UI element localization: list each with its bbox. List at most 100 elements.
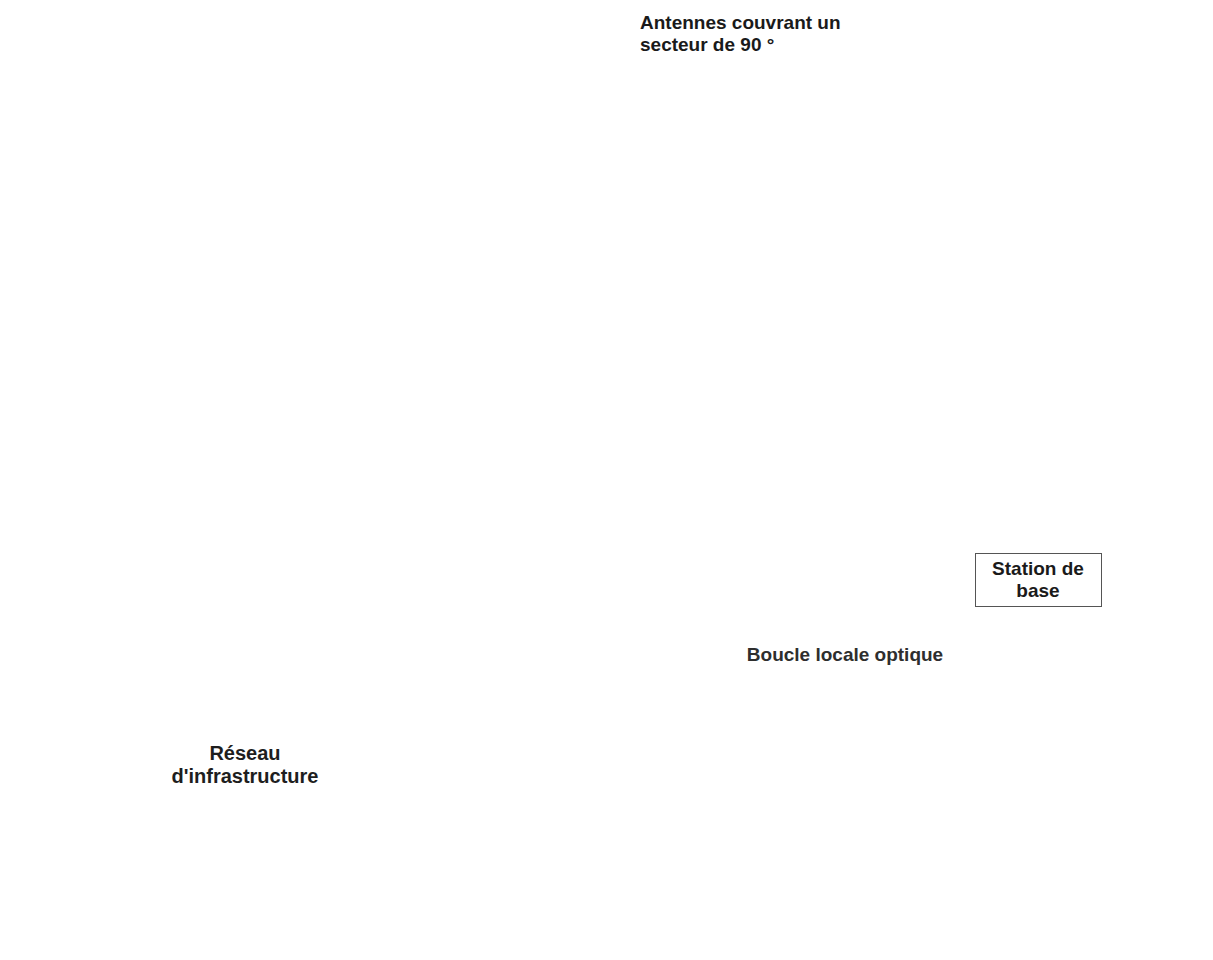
- window: [723, 288, 767, 294]
- window: [795, 299, 809, 306]
- window: [948, 350, 965, 358]
- dish: [185, 136, 212, 188]
- window: [948, 294, 965, 302]
- building-front: [118, 210, 215, 680]
- window: [971, 378, 988, 386]
- window: [948, 364, 965, 372]
- radio-link: [368, 120, 810, 300]
- window: [723, 444, 767, 450]
- window: [128, 302, 143, 322]
- window: [902, 224, 919, 232]
- window: [971, 238, 988, 246]
- window: [358, 459, 373, 479]
- radio-links: [218, 120, 810, 405]
- window: [795, 338, 809, 345]
- window: [925, 546, 942, 554]
- window: [267, 492, 284, 512]
- window: [189, 510, 204, 530]
- window: [813, 377, 827, 384]
- window: [971, 308, 988, 316]
- window: [245, 492, 262, 512]
- window: [245, 440, 262, 460]
- office-building: [110, 190, 285, 692]
- window: [795, 455, 809, 462]
- window: [813, 312, 827, 319]
- window: [879, 210, 896, 218]
- building-side: [215, 190, 285, 680]
- window: [902, 238, 919, 246]
- window: [399, 485, 414, 505]
- window: [879, 532, 896, 540]
- window: [378, 589, 393, 609]
- window: [902, 462, 919, 470]
- window: [925, 238, 942, 246]
- window: [777, 403, 791, 410]
- window: [795, 494, 809, 501]
- window: [267, 414, 284, 434]
- window: [813, 247, 827, 254]
- window: [795, 286, 809, 293]
- dish-feed: [460, 401, 481, 406]
- window: [971, 504, 988, 512]
- building-entrance: [241, 665, 334, 699]
- window: [290, 492, 307, 512]
- window: [948, 406, 965, 414]
- window: [723, 431, 767, 437]
- base-panel: [828, 540, 852, 592]
- window: [856, 112, 873, 120]
- window: [856, 224, 873, 232]
- window: [358, 589, 373, 609]
- window: [267, 622, 284, 642]
- window: [795, 247, 809, 254]
- window: [795, 403, 809, 410]
- window: [856, 448, 873, 456]
- building-front: [348, 445, 445, 740]
- window: [795, 507, 809, 514]
- window: [267, 440, 284, 460]
- window: [777, 247, 791, 254]
- window: [948, 112, 965, 120]
- window: [856, 294, 873, 302]
- window: [267, 362, 284, 382]
- window: [169, 380, 184, 400]
- window: [813, 208, 827, 215]
- window: [245, 336, 262, 356]
- window: [971, 252, 988, 260]
- window: [378, 641, 393, 661]
- window: [723, 457, 767, 463]
- window: [312, 388, 329, 408]
- window: [358, 485, 373, 505]
- window: [290, 570, 307, 590]
- window: [948, 210, 965, 218]
- window: [399, 537, 414, 557]
- building-entrance: [124, 640, 209, 674]
- window: [128, 432, 143, 452]
- window: [169, 406, 184, 426]
- window: [795, 416, 809, 423]
- dish-feed-head: [821, 103, 828, 110]
- window: [971, 154, 988, 162]
- window: [312, 570, 329, 590]
- window: [723, 522, 767, 528]
- base-panel: [952, 540, 976, 592]
- window: [879, 336, 896, 344]
- window: [948, 322, 965, 330]
- window: [128, 458, 143, 478]
- window: [378, 537, 393, 557]
- window: [777, 390, 791, 397]
- window: [902, 378, 919, 386]
- window: [723, 366, 767, 372]
- window: [879, 350, 896, 358]
- window: [399, 589, 414, 609]
- tower-side: [772, 195, 832, 592]
- window: [795, 429, 809, 436]
- window: [777, 429, 791, 436]
- window: [189, 250, 204, 270]
- window: [879, 154, 896, 162]
- window: [723, 353, 767, 359]
- window: [169, 432, 184, 452]
- window: [128, 562, 143, 582]
- window: [290, 414, 307, 434]
- window: [189, 328, 204, 348]
- window: [925, 378, 942, 386]
